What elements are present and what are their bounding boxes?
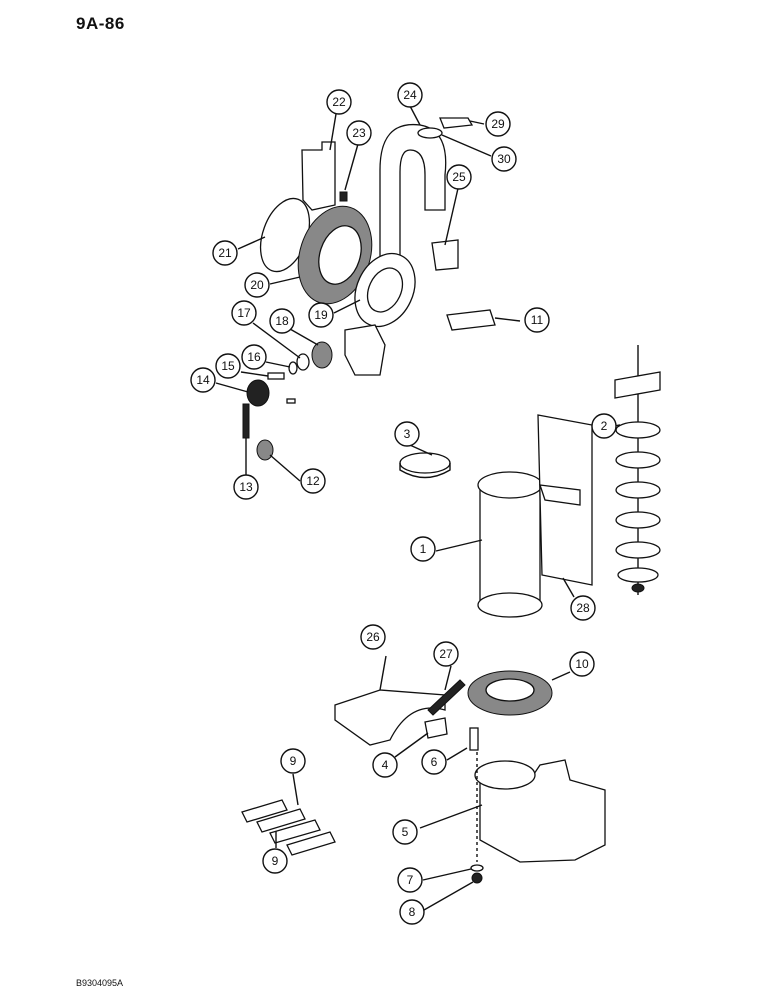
part-3-clamp-band — [399, 452, 451, 474]
callout-4: 4 — [372, 752, 398, 778]
callout-1: 1 — [410, 536, 436, 562]
svg-text:10: 10 — [575, 657, 589, 671]
part-6-bolt — [469, 727, 479, 751]
svg-text:2: 2 — [601, 419, 608, 433]
svg-text:29: 29 — [491, 117, 505, 131]
svg-text:3: 3 — [404, 427, 411, 441]
svg-text:12: 12 — [306, 474, 320, 488]
callout-8: 8 — [399, 899, 425, 925]
part-23-fitting — [339, 191, 348, 202]
part-7-washer — [470, 864, 484, 872]
svg-text:16: 16 — [247, 350, 261, 364]
part-22-bracket — [301, 141, 336, 211]
svg-text:23: 23 — [352, 126, 366, 140]
svg-text:28: 28 — [576, 601, 590, 615]
svg-text:21: 21 — [218, 246, 232, 260]
part-25-plate — [431, 239, 459, 271]
part-30-pin — [417, 127, 443, 139]
part-26-shield — [334, 689, 446, 746]
callout-21: 21 — [212, 240, 238, 266]
callout-3: 3 — [394, 421, 420, 447]
svg-text:30: 30 — [497, 152, 511, 166]
part-27-chain — [427, 679, 466, 716]
callout-19: 19 — [308, 302, 334, 328]
callout-25: 25 — [446, 164, 472, 190]
part-16-washer — [288, 361, 298, 375]
figure-code: B9304095A — [76, 978, 124, 988]
svg-text:8: 8 — [409, 905, 416, 919]
svg-text:11: 11 — [531, 313, 544, 327]
callout-2: 2 — [591, 413, 617, 439]
svg-text:13: 13 — [239, 480, 253, 494]
svg-text:18: 18 — [275, 314, 289, 328]
svg-text:17: 17 — [237, 306, 251, 320]
part-9-paddles — [241, 799, 336, 856]
svg-text:7: 7 — [407, 873, 414, 887]
svg-text:27: 27 — [439, 647, 453, 661]
svg-text:20: 20 — [250, 278, 264, 292]
callout-11: 11 — [524, 307, 550, 333]
part-19-inner — [366, 267, 404, 313]
part-13-chain — [242, 403, 250, 439]
svg-text:9: 9 — [290, 754, 297, 768]
svg-text:15: 15 — [221, 359, 235, 373]
callout-5: 5 — [392, 819, 418, 845]
callout-29: 29 — [485, 111, 511, 137]
svg-text:19: 19 — [314, 308, 328, 322]
callout-7: 7 — [397, 867, 423, 893]
svg-text:6: 6 — [431, 755, 438, 769]
callout-12: 12 — [300, 468, 326, 494]
part-11-plate — [446, 309, 496, 331]
part-24-head-housing — [379, 123, 447, 292]
callout-10: 10 — [569, 651, 595, 677]
part-4-collar — [424, 717, 448, 739]
callout-17: 17 — [231, 300, 257, 326]
callout-15: 15 — [215, 353, 241, 379]
part-28-bracket — [539, 484, 581, 506]
part-14-pin — [286, 398, 296, 404]
callout-6: 6 — [421, 749, 447, 775]
page-number: 9A-86 — [76, 14, 125, 33]
gearbox-bracket — [344, 324, 386, 376]
callout-26: 26 — [360, 624, 386, 650]
callout-24: 24 — [397, 82, 423, 108]
part-29-latch — [439, 117, 474, 129]
callout-28: 28 — [570, 595, 596, 621]
svg-text:4: 4 — [382, 758, 389, 772]
svg-text:5: 5 — [402, 825, 409, 839]
part-8-nut — [471, 872, 483, 884]
callout-27: 27 — [433, 641, 459, 667]
svg-text:24: 24 — [403, 88, 417, 102]
callout-16: 16 — [241, 344, 267, 370]
part-5-inlet — [474, 760, 536, 790]
svg-text:26: 26 — [366, 630, 380, 644]
part-2-auger-tip — [631, 583, 645, 593]
callout-30: 30 — [491, 146, 517, 172]
callout-13: 13 — [233, 474, 259, 500]
callout-22: 22 — [326, 89, 352, 115]
svg-text:25: 25 — [452, 170, 466, 184]
svg-text:1: 1 — [420, 542, 427, 556]
svg-text:22: 22 — [332, 95, 346, 109]
part-1-top-flange — [477, 471, 543, 499]
part-12-sprocket — [256, 439, 274, 461]
part-15-key — [267, 372, 285, 380]
callout-23: 23 — [346, 120, 372, 146]
svg-text:14: 14 — [196, 373, 210, 387]
part-18-sprocket — [311, 341, 333, 369]
callout-20: 20 — [244, 272, 270, 298]
part-1-bottom-flange — [477, 592, 543, 618]
part-14-sprocket — [246, 379, 270, 407]
callout-14: 14 — [190, 367, 216, 393]
part-20-inner — [318, 225, 362, 285]
svg-text:9: 9 — [272, 854, 279, 868]
callout-9-bottom: 9 — [262, 848, 288, 874]
callout-18: 18 — [269, 308, 295, 334]
part-10-inner — [485, 678, 535, 702]
callout-9-top: 9 — [280, 748, 306, 774]
